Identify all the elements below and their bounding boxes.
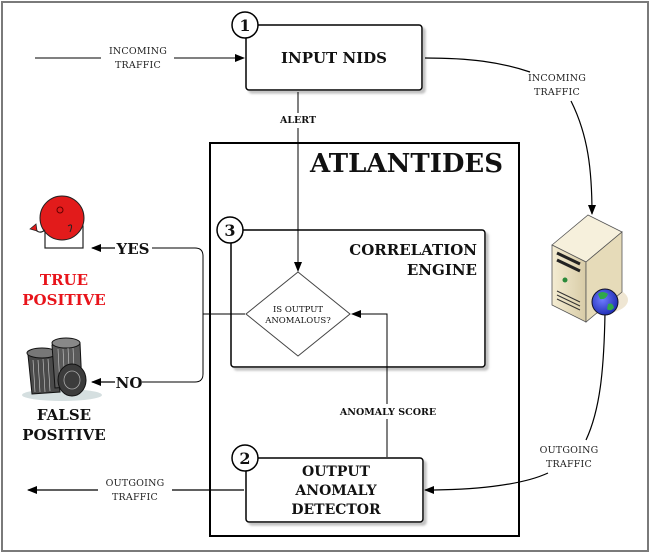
- oad-line-3: DETECTOR: [291, 502, 381, 518]
- web-server-icon: [551, 214, 628, 323]
- edge-server-to-oad-a: [585, 312, 606, 441]
- edge-anomaly-score-b: [351, 310, 388, 404]
- incoming-traffic-server-label-2: TRAFFIC: [534, 87, 580, 98]
- edge-yes-no-bracket: [142, 247, 204, 383]
- edge-server-to-oad-b: [424, 472, 549, 494]
- correlation-engine-line-1: CORRELATION: [349, 241, 477, 259]
- outgoing-traffic-label-2: TRAFFIC: [112, 492, 158, 503]
- true-positive-line-2: POSITIVE: [22, 291, 105, 309]
- outgoing-traffic-server-label-1: OUTGOING: [540, 445, 599, 456]
- false-positive-line-2: POSITIVE: [22, 426, 105, 444]
- atlantides-system-box: [209, 142, 520, 537]
- decision-line-2: ANOMALOUS?: [264, 316, 331, 326]
- incoming-traffic-label-2: TRAFFIC: [115, 60, 161, 71]
- step-1-number: 1: [239, 16, 250, 35]
- step-3-number: 3: [224, 221, 235, 240]
- incoming-traffic-label-1: INCOMING: [109, 46, 167, 57]
- true-positive-line-1: TRUE: [40, 271, 88, 289]
- oad-line-2: ANOMALY: [294, 483, 377, 499]
- outgoing-traffic-server-label-2: TRAFFIC: [546, 459, 592, 470]
- input-nids-label: INPUT NIDS: [281, 49, 387, 67]
- outgoing-traffic-label-1: OUTGOING: [106, 478, 165, 489]
- yes-label: YES: [116, 240, 150, 258]
- anomaly-score-label: ANOMALY SCORE: [339, 407, 436, 418]
- output-anomaly-detector-node: OUTPUT ANOMALY DETECTOR 2: [231, 444, 424, 523]
- correlation-engine-line-2: ENGINE: [407, 261, 477, 279]
- input-nids-node: INPUT NIDS 1: [231, 11, 423, 91]
- correlation-engine-node: CORRELATION ENGINE 3: [216, 216, 486, 368]
- step-3-badge: [216, 216, 244, 244]
- step-2-number: 2: [239, 449, 250, 468]
- edge-nids-to-server-a: [424, 57, 531, 73]
- decision-diamond: IS OUTPUT ANOMALOUS?: [245, 271, 351, 357]
- no-label: NO: [116, 374, 143, 392]
- false-positive-line-1: FALSE: [37, 406, 91, 424]
- edge-nids-to-server-b: [570, 100, 596, 215]
- alert-label: ALERT: [279, 115, 316, 126]
- decision-line-1: IS OUTPUT: [273, 305, 323, 315]
- step-1-badge: [231, 11, 259, 39]
- oad-line-1: OUTPUT: [302, 464, 371, 480]
- atlantides-title: ATLANTIDES: [309, 149, 503, 179]
- step-2-badge: [231, 444, 259, 472]
- incoming-traffic-server-label-1: INCOMING: [528, 73, 586, 84]
- alarm-bell-icon: [29, 195, 85, 249]
- trash-cans-icon: [22, 337, 102, 401]
